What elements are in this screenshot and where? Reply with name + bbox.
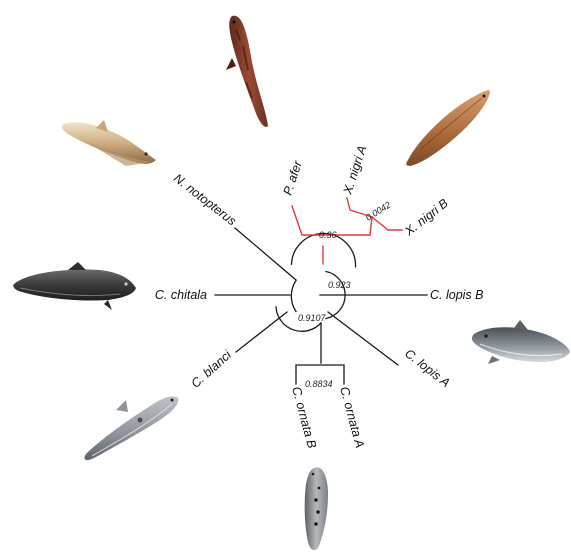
support-value-08834: 0.8834 [305, 379, 333, 389]
branch-n-notopterus [235, 228, 296, 280]
support-value-09107: 0.9107 [298, 313, 327, 323]
fish-c-lopis-photo [472, 320, 570, 364]
branch-arc-left [291, 281, 296, 312]
fish-c-chitala-photo [13, 262, 136, 310]
tree-branches [215, 198, 427, 384]
taxon-label-c-ornata-a: C. ornata A [337, 385, 367, 449]
taxon-label-c-chitala: C. chitala [155, 288, 207, 302]
support-value-036: 0.36 [319, 230, 337, 240]
branch-c-blanci [236, 312, 287, 352]
fish-x-nigri-photo [406, 90, 490, 166]
taxon-label-c-blanci: C. blanci [188, 347, 234, 391]
taxon-label-n-notopterus: N. notopterus [171, 171, 239, 228]
fish-p-afer-photo [226, 16, 268, 127]
branch-red-x-nigri-b [372, 217, 402, 230]
support-value-0923: 0.923 [328, 280, 351, 290]
taxon-label-p-afer: P. afer [281, 158, 305, 197]
support-value-00042: 0.0042 [364, 200, 393, 223]
fish-n-notopterus-photo [62, 120, 156, 166]
taxon-label-c-lopis-b: C. lopis B [430, 288, 484, 302]
branch-ornata-bracket [296, 365, 344, 372]
fish-c-ornata-photo [305, 467, 328, 550]
taxon-label-x-nigri-a: X. nigri A [340, 144, 369, 197]
fish-c-blanci-photo [84, 396, 178, 460]
branch-c-lopis-a [328, 312, 398, 365]
taxon-label-c-lopis-a: C. lopis A [402, 346, 452, 390]
taxon-label-c-ornata-b: C. ornata B [289, 385, 319, 450]
taxon-label-x-nigri-b: X. nigri B [401, 196, 450, 239]
